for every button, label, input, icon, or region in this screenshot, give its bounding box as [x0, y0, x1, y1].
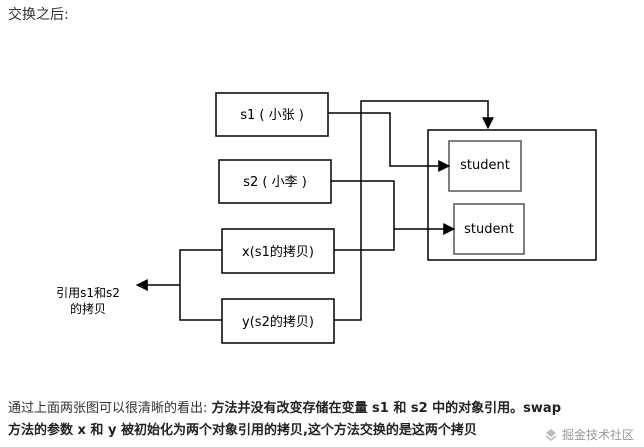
explanation-paragraph: 通过上面两张图可以很清晰的看出: 方法并没有改变存储在变量 s1 和 s2 中的…: [8, 398, 640, 442]
arrow-y-to-student: [334, 100, 494, 321]
arrow-s2-to-student: [331, 180, 456, 235]
variable-box-s2: s2 ( 小李 ): [218, 159, 332, 204]
copy-label-line2: 的拷贝: [70, 301, 106, 316]
juejin-logo-icon: [545, 428, 557, 441]
variable-box-s1: s1 ( 小张 ): [215, 92, 329, 137]
variable-label-s1: s1 ( 小张 ): [240, 108, 304, 123]
variable-box-x: x(s1的拷贝): [221, 228, 335, 274]
variable-box-y: y(s2的拷贝): [221, 298, 335, 344]
variable-label-y: y(s2的拷贝): [242, 314, 314, 330]
student-label-bottom: student: [464, 222, 514, 237]
reference-diagram: student student s1 ( 小张 ) s2 ( 小李 ) x(s1…: [56, 92, 597, 344]
arrow-x-to-student: [334, 229, 395, 251]
section-heading: 交换之后:: [8, 7, 69, 23]
student-label-top: student: [460, 158, 510, 173]
arrow-s1-to-student: [328, 112, 451, 172]
watermark-text: 掘金技术社区: [561, 428, 634, 442]
explanation-bold-text-2: 方法的参数 x 和 y 被初始化为两个对象引用的拷贝,这个方法交换的是这两个拷贝: [8, 423, 477, 438]
watermark: 掘金技术社区: [544, 426, 634, 443]
variable-label-x: x(s1的拷贝): [242, 244, 314, 260]
copy-label-line1: 引用s1和s2: [56, 286, 120, 300]
explanation-plain-text: 通过上面两张图可以很清晰的看出:: [8, 401, 212, 416]
student-object-top: student: [448, 140, 522, 192]
explanation-bold-text-1: 方法并没有改变存储在变量 s1 和 s2 中的对象引用。swap: [211, 401, 562, 416]
student-object-bottom: student: [453, 203, 525, 255]
copy-bracket: [179, 249, 222, 321]
variable-label-s2: s2 ( 小李 ): [243, 175, 307, 190]
